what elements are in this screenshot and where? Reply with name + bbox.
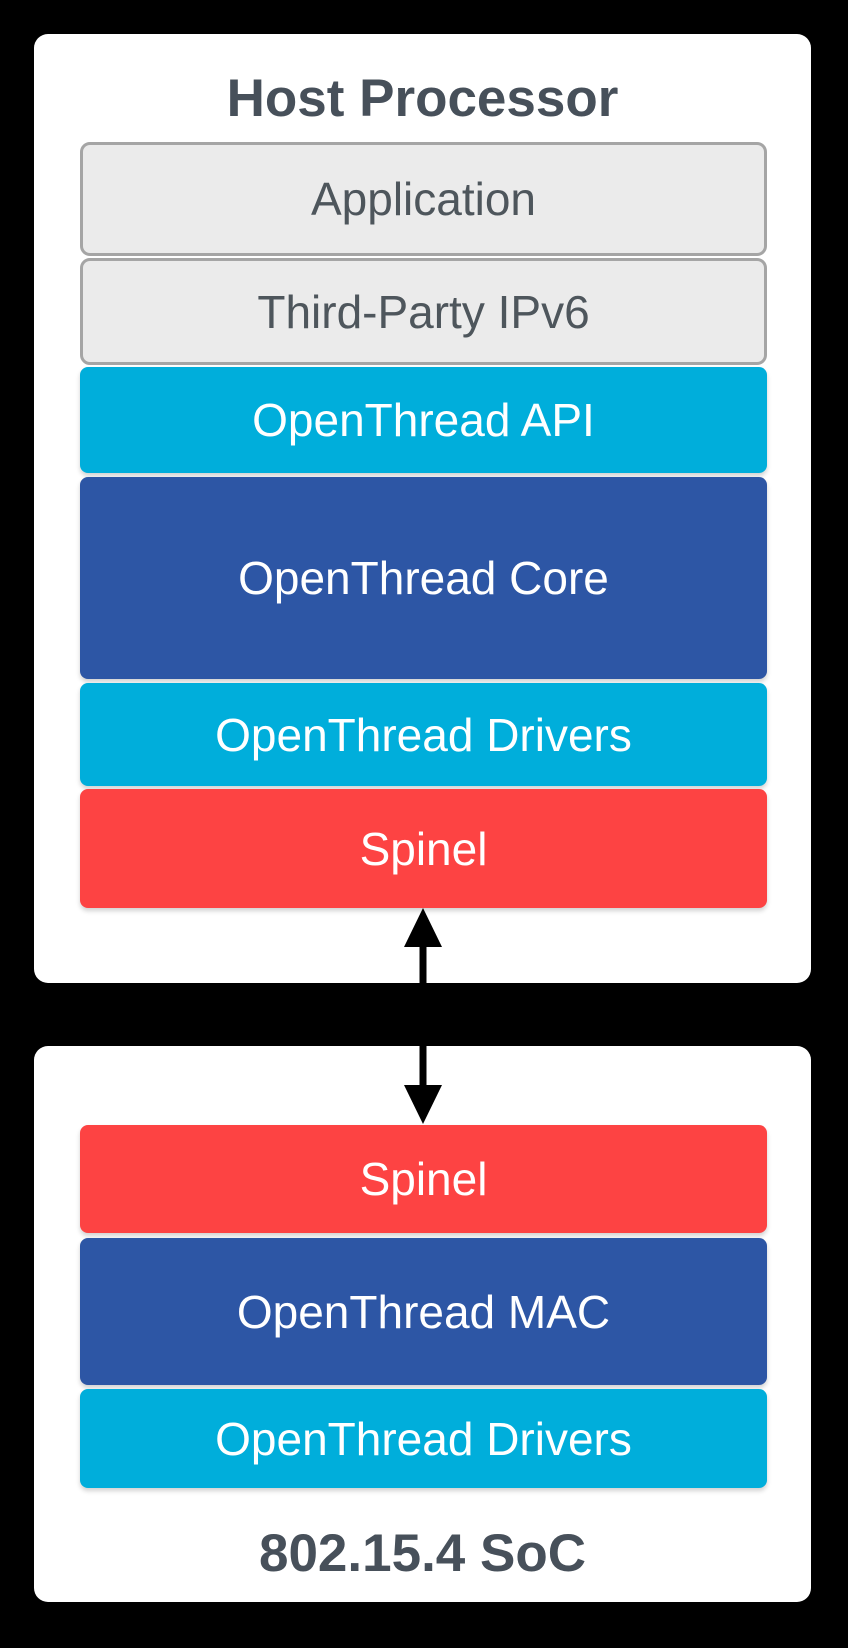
double-headed-arrow-icon xyxy=(404,908,442,1124)
soc-title: 802.15.4 SoC xyxy=(258,1523,587,1583)
layer-openthread-drivers-soc: OpenThread Drivers xyxy=(80,1389,767,1488)
layer-spinel-soc: Spinel xyxy=(80,1125,767,1233)
layer-openthread-drivers-host: OpenThread Drivers xyxy=(80,683,767,786)
host-processor-card: Host Processor Application Third-Party I… xyxy=(34,34,811,983)
layer-application: Application xyxy=(80,142,767,256)
layer-openthread-mac: OpenThread MAC xyxy=(80,1238,767,1385)
layer-openthread-core: OpenThread Core xyxy=(80,477,767,679)
layer-spinel-host: Spinel xyxy=(80,789,767,908)
soc-card: Spinel OpenThread MAC OpenThread Drivers… xyxy=(34,1046,811,1602)
host-processor-title: Host Processor xyxy=(226,68,619,128)
layer-openthread-api: OpenThread API xyxy=(80,367,767,473)
layer-third-party-ipv6: Third-Party IPv6 xyxy=(80,258,767,365)
